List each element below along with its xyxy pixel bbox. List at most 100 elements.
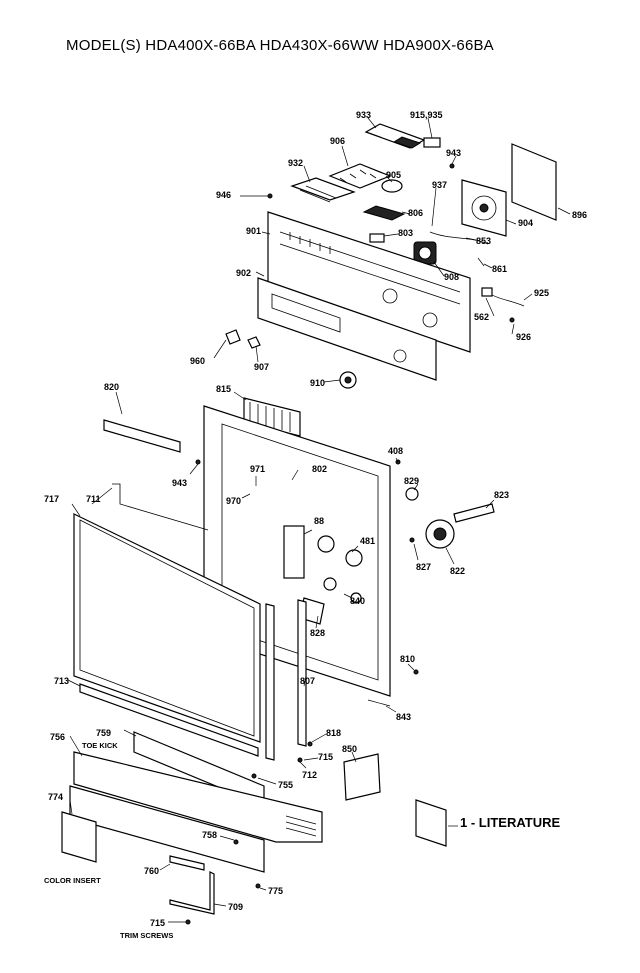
diagram-title: MODEL(S) HDA400X-66BA HDA430X-66WW HDA90… xyxy=(66,37,494,54)
part-820-bracket xyxy=(103,419,181,453)
callout-926: 926 xyxy=(516,332,532,342)
part-933-panel xyxy=(364,123,426,149)
part-932-switch xyxy=(290,177,356,203)
callout-823: 823 xyxy=(494,490,510,500)
callout-760: 760 xyxy=(144,866,160,876)
callout-932: 932 xyxy=(288,158,304,168)
callout-803: 803 xyxy=(398,228,414,238)
callout-717: 717 xyxy=(44,494,60,504)
callout-758: 758 xyxy=(202,830,218,840)
part-829 xyxy=(405,487,419,501)
callout-810: 810 xyxy=(400,654,416,664)
callout-853: 853 xyxy=(476,236,492,246)
callout-896: 896 xyxy=(572,210,588,220)
callout-901: 901 xyxy=(246,226,262,236)
callout-806: 806 xyxy=(408,208,424,218)
part-904-timer xyxy=(461,179,507,237)
callout-toe-kick: TOE KICK xyxy=(82,741,118,750)
callout-827: 827 xyxy=(416,562,432,572)
part-774-color-insert xyxy=(61,811,97,863)
callout-925: 925 xyxy=(534,288,550,298)
callout-literature: 1 - LITERATURE xyxy=(460,815,561,830)
part-760 xyxy=(169,855,205,871)
callout-971: 971 xyxy=(250,464,266,474)
callout-907: 907 xyxy=(254,362,270,372)
callout-905: 905 xyxy=(386,170,402,180)
callout-820: 820 xyxy=(104,382,120,392)
callout-937: 937 xyxy=(432,180,448,190)
part-562-connector xyxy=(481,287,493,297)
part-822-gear xyxy=(425,519,455,549)
callout-843: 843 xyxy=(396,712,412,722)
callout-715-bottom: 715 xyxy=(150,918,166,928)
callout-775: 775 xyxy=(268,886,284,896)
part-712-strip xyxy=(265,603,275,761)
callout-943-top: 943 xyxy=(446,148,462,158)
part-803-clip xyxy=(369,233,385,243)
callout-970: 970 xyxy=(226,496,242,506)
callout-color-insert: COLOR INSERT xyxy=(44,876,101,885)
callout-902: 902 xyxy=(236,268,252,278)
part-807-strip xyxy=(297,599,307,747)
part-861-screw xyxy=(477,257,485,267)
callout-711: 711 xyxy=(86,494,101,504)
part-756-kick-plate xyxy=(73,751,323,843)
part-758-base xyxy=(69,785,265,873)
callout-88: 88 xyxy=(314,516,325,526)
callout-906: 906 xyxy=(330,136,346,146)
part-815-vent xyxy=(243,397,301,437)
callout-715-mid: 715 xyxy=(318,752,334,762)
callout-915-935: 915,935 xyxy=(410,110,443,120)
callout-759: 759 xyxy=(96,728,112,738)
literature-envelope xyxy=(415,799,447,847)
part-915-935-block xyxy=(423,137,441,148)
part-910-knob xyxy=(339,371,357,389)
callout-904: 904 xyxy=(518,218,534,228)
callout-933: 933 xyxy=(356,110,372,120)
part-901-control-panel xyxy=(267,211,471,353)
callout-712: 712 xyxy=(302,770,318,780)
part-960-button xyxy=(225,329,241,345)
part-717-door-panel xyxy=(73,513,261,743)
callout-815: 815 xyxy=(216,384,232,394)
callout-802: 802 xyxy=(312,464,328,474)
callout-trim-screws: TRIM SCREWS xyxy=(120,931,174,940)
part-711-liner xyxy=(112,483,209,531)
part-896-card xyxy=(511,143,557,221)
callout-828: 828 xyxy=(310,628,326,638)
part-906-switch-bank xyxy=(328,163,392,189)
part-713-trim xyxy=(79,683,259,757)
callout-562: 562 xyxy=(474,312,490,322)
callout-408: 408 xyxy=(388,446,404,456)
callout-756: 756 xyxy=(50,732,66,742)
part-902-escutcheon xyxy=(257,277,437,381)
callout-822: 822 xyxy=(450,566,466,576)
callout-943-mid: 943 xyxy=(172,478,188,488)
callout-807: 807 xyxy=(300,676,316,686)
part-908-motor xyxy=(413,241,437,265)
callout-908: 908 xyxy=(444,272,460,282)
part-907-button xyxy=(247,336,261,349)
part-853-harness xyxy=(429,231,489,245)
callout-481: 481 xyxy=(360,536,376,546)
callout-774: 774 xyxy=(48,792,64,802)
part-709-trim xyxy=(169,871,215,915)
callout-709: 709 xyxy=(228,902,244,912)
callout-850: 850 xyxy=(342,744,358,754)
callout-713: 713 xyxy=(54,676,70,686)
part-850-bracket xyxy=(343,753,381,801)
callout-840: 840 xyxy=(350,596,366,606)
callout-829: 829 xyxy=(404,476,420,486)
part-843-gasket xyxy=(367,699,391,707)
callout-755: 755 xyxy=(278,780,294,790)
part-905-knob xyxy=(381,179,403,193)
callout-818: 818 xyxy=(326,728,342,738)
part-823 xyxy=(453,503,495,523)
callout-946: 946 xyxy=(216,190,232,200)
callout-960: 960 xyxy=(190,356,206,366)
leader-lines xyxy=(67,117,571,923)
callout-910: 910 xyxy=(310,378,326,388)
callout-861: 861 xyxy=(492,264,508,274)
